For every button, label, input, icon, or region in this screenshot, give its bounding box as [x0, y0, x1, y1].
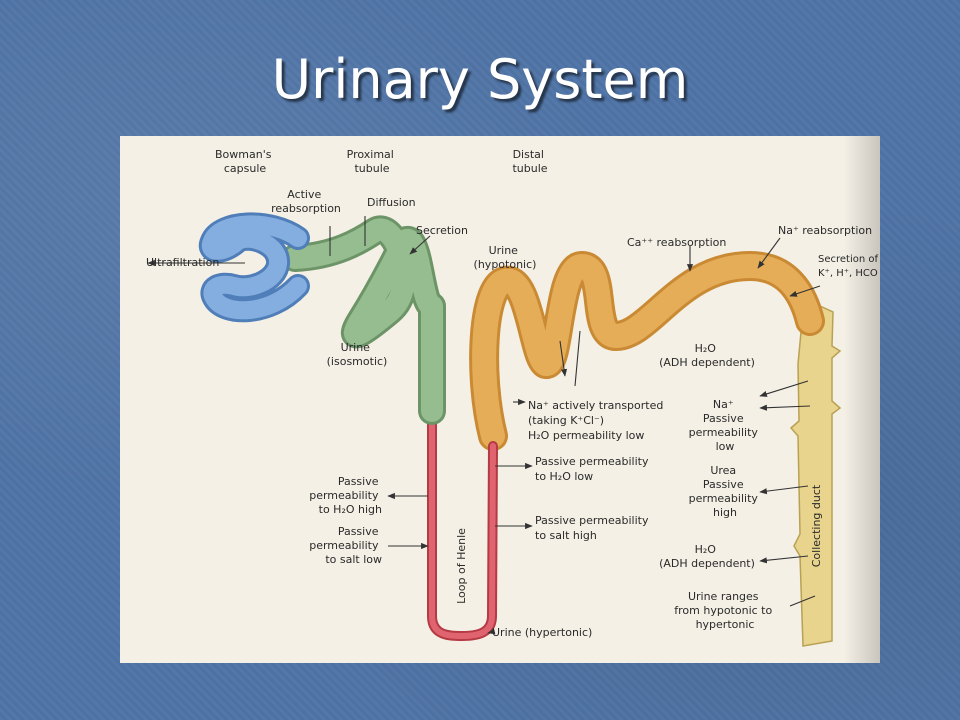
arrow-h2o-adh-top — [759, 380, 809, 397]
nephron-diagram: Bowman's capsule Proximal tubule Distal … — [120, 136, 880, 663]
label-passive-salt-high: Passive permeability to salt high — [535, 514, 652, 542]
label-passive-salt-low: Passive permeability to salt low — [309, 525, 382, 566]
label-active-reabsorption: Active reabsorption — [271, 188, 341, 215]
label-na-actively: Na⁺ actively transported (taking K⁺Cl⁻) … — [528, 399, 667, 442]
arrow-h2o-adh-bottom — [759, 555, 809, 564]
arrow-line-1 — [574, 330, 581, 387]
arrow-secretion-ions — [789, 285, 821, 297]
label-na-passive: Na⁺ Passive permeability low — [689, 398, 762, 453]
label-h2o-adh-bottom: H₂O (ADH dependent) — [659, 543, 755, 570]
label-secretion-ions: Secretion of K⁺, H⁺, HCO — [818, 254, 880, 279]
label-passive-h2o-high: Passive permeability to H₂O high — [309, 475, 382, 516]
arrow-urine-hypertonic — [487, 628, 496, 635]
arrow-urine-hypotonic — [559, 340, 568, 377]
slide-title: Urinary System — [271, 48, 689, 111]
label-urine-hypotonic: Urine (hypotonic) — [474, 244, 537, 271]
label-urine-hypertonic: Urine (hypertonic) — [492, 626, 592, 639]
label-urine-ranges: Urine ranges from hypotonic to hypertoni… — [674, 590, 775, 631]
label-urine-isosmotic: Urine (isosmotic) — [327, 341, 388, 368]
label-h2o-adh-top: H₂O (ADH dependent) — [659, 342, 755, 369]
collecting-duct — [789, 305, 842, 647]
arrow-urine-ranges — [789, 595, 816, 607]
arrow-na-reabsorption — [757, 237, 781, 269]
label-loop-of-henle: Loop of Henle — [455, 528, 468, 604]
label-proximal-tubule: Proximal tubule — [347, 148, 398, 175]
label-ultrafiltration: Ultrafiltration — [146, 256, 219, 269]
nephron-svg: Bowman's capsule Proximal tubule Distal … — [146, 148, 880, 647]
label-urea-passive: Urea Passive permeability high — [689, 464, 762, 519]
label-passive-h2o-low: Passive permeability to H₂O low — [535, 455, 652, 483]
label-na-reabsorption: Na⁺ reabsorption — [778, 224, 872, 237]
arrow-urea — [759, 485, 809, 495]
label-secretion: Secretion — [416, 224, 468, 237]
arrow-secretion — [409, 235, 431, 255]
label-bowmans-capsule: Bowman's capsule — [215, 148, 275, 175]
arrow-na-passive — [759, 404, 811, 411]
label-collecting-duct: Collecting duct — [810, 484, 823, 567]
label-ca-reabsorption: Ca⁺⁺ reabsorption — [627, 236, 726, 249]
label-diffusion: Diffusion — [367, 196, 416, 209]
label-distal-tubule: Distal tubule — [512, 148, 547, 175]
